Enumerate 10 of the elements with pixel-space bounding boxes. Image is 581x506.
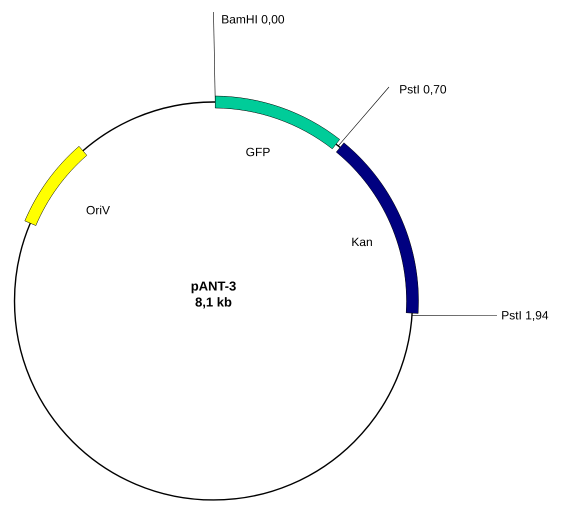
leader-line — [213, 12, 216, 102]
node-label: OriV — [86, 206, 110, 214]
leader-line — [412, 315, 498, 316]
site-label: PstI 0,70 — [400, 85, 446, 95]
leader-line — [338, 86, 390, 146]
gene-arc: Kan — [336, 142, 419, 314]
node-label: GFP — [246, 148, 270, 156]
gene-arc: OriV — [24, 146, 110, 226]
site-label: BamHI 0,00 — [222, 15, 284, 25]
site-label: PstI 1,94 — [502, 311, 548, 321]
